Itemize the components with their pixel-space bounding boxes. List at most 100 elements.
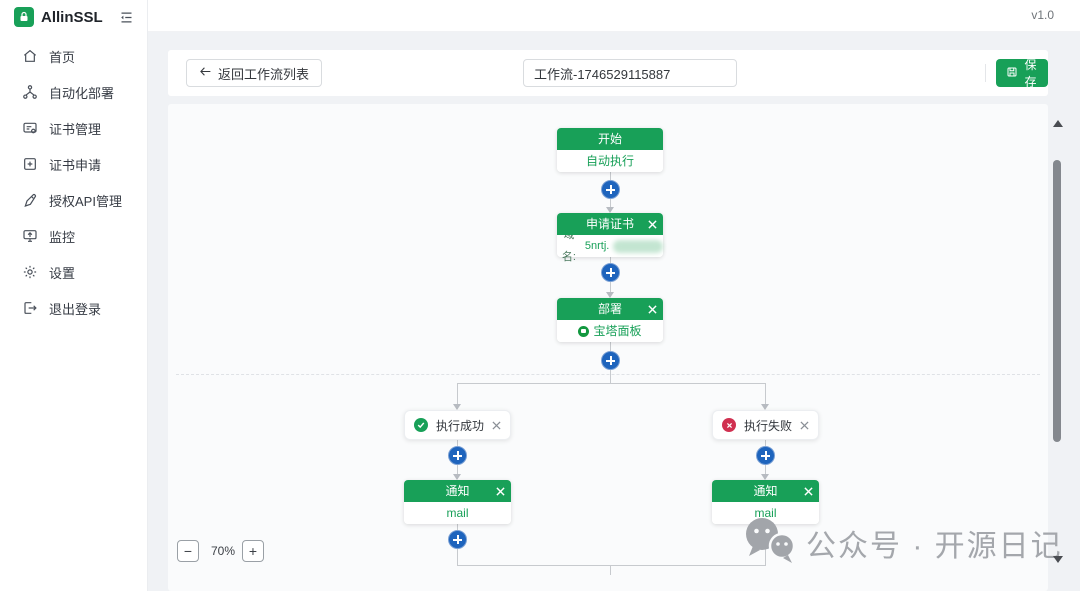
connector-arrow	[606, 292, 614, 298]
deploy-provider-label: 宝塔面板	[593, 324, 642, 338]
add-node-button[interactable]	[601, 180, 620, 199]
node-title: 部署	[597, 302, 622, 316]
logo-row: AllinSSL	[0, 0, 147, 34]
connector-arrow	[606, 207, 614, 213]
connector-line	[610, 565, 611, 575]
topbar: v1.0	[148, 0, 1080, 32]
close-icon[interactable]	[804, 480, 813, 502]
scrollbar-down-arrow[interactable]	[1053, 556, 1063, 563]
sidebar-item-label: 授权API管理	[49, 193, 122, 209]
node-notify-success[interactable]: 通知 mail	[404, 480, 511, 524]
sidebar-item-label: 证书申请	[49, 157, 102, 173]
zoom-in-button[interactable]: +	[242, 540, 264, 562]
fail-cross-icon	[722, 418, 736, 432]
sidebar-item-logout[interactable]: 退出登录	[0, 290, 147, 326]
close-icon[interactable]	[800, 420, 809, 430]
connector-line	[457, 383, 458, 404]
sidebar-item-auto-deploy[interactable]: 自动化部署	[0, 74, 147, 110]
sidebar-item-cert-manage[interactable]: 证书管理	[0, 110, 147, 146]
zoom-level-label: 70%	[210, 544, 236, 558]
connector-arrow	[761, 474, 769, 480]
baota-icon	[578, 325, 590, 337]
scrollbar-up-arrow[interactable]	[1053, 120, 1063, 127]
node-notify-header: 通知	[712, 480, 819, 502]
branch-merge-line	[457, 565, 766, 566]
version-label: v1.0	[1031, 8, 1054, 22]
add-node-button[interactable]	[756, 446, 775, 465]
add-node-button[interactable]	[601, 351, 620, 370]
sidebar-item-home[interactable]: 首页	[0, 38, 147, 74]
node-title: 通知	[753, 484, 778, 498]
node-notify-body: mail	[712, 502, 819, 524]
sidebar-item-api-auth[interactable]: 授权API管理	[0, 182, 147, 218]
redacted-domain-blur	[613, 239, 663, 253]
back-to-workflow-list-button[interactable]: 返回工作流列表	[186, 59, 323, 87]
app-title: AllinSSL	[41, 8, 103, 26]
add-node-button[interactable]	[601, 263, 620, 282]
toolbar-divider	[985, 64, 986, 82]
node-deploy-header: 部署	[557, 298, 663, 320]
sidebar-item-label: 退出登录	[49, 301, 102, 317]
back-arrow-icon	[199, 65, 212, 81]
scrollbar-thumb[interactable]	[1053, 160, 1061, 442]
sidebar-collapse-icon[interactable]	[117, 8, 135, 26]
sidebar-item-settings[interactable]: 设置	[0, 254, 147, 290]
close-icon[interactable]	[648, 213, 657, 235]
api-auth-icon	[22, 192, 38, 208]
node-start-body: 自动执行	[557, 150, 663, 172]
sidebar-item-label: 设置	[49, 265, 76, 281]
sidebar-item-label: 自动化部署	[49, 85, 115, 101]
certificate-apply-icon	[22, 156, 38, 172]
node-on-success[interactable]: 执行成功	[404, 410, 511, 440]
node-apply-body: 域名: 5nrtj.	[557, 229, 663, 263]
allinssl-lock-icon	[14, 7, 34, 27]
save-button-label: 保存	[1024, 58, 1037, 89]
connector-arrow	[453, 474, 461, 480]
domain-value: 5nrtj.	[584, 240, 610, 252]
node-on-fail[interactable]: 执行失败	[712, 410, 819, 440]
sidebar-item-monitor[interactable]: 监控	[0, 218, 147, 254]
condition-label: 执行失败	[743, 418, 792, 433]
branch-split-line	[457, 383, 766, 384]
node-title: 通知	[445, 484, 470, 498]
sidebar-item-label: 监控	[49, 229, 76, 245]
back-button-label: 返回工作流列表	[218, 66, 310, 82]
success-check-icon	[414, 418, 428, 432]
certificate-manage-icon	[22, 120, 38, 136]
domain-label: 域名:	[561, 229, 576, 263]
connector-arrow	[761, 404, 769, 410]
zoom-out-button[interactable]: −	[177, 540, 199, 562]
save-icon	[1006, 66, 1018, 81]
connector-line	[765, 383, 766, 404]
node-notify-header: 通知	[404, 480, 511, 502]
drop-guide-dashed-line	[176, 374, 1040, 375]
condition-label: 执行成功	[435, 418, 484, 433]
node-start[interactable]: 开始 自动执行	[557, 128, 663, 172]
close-icon[interactable]	[496, 480, 505, 502]
node-apply-header: 申请证书	[557, 213, 663, 235]
workflow-name-input[interactable]	[523, 59, 737, 87]
sidebar: AllinSSL 首页 自动化部署 证书管理 证书申请	[0, 0, 148, 591]
node-start-header: 开始	[557, 128, 663, 150]
logout-icon	[22, 300, 38, 316]
node-notify-body: mail	[404, 502, 511, 524]
node-title: 开始	[597, 132, 622, 146]
connector-arrow	[453, 404, 461, 410]
add-node-button[interactable]	[448, 530, 467, 549]
node-title: 申请证书	[585, 217, 634, 231]
close-icon[interactable]	[648, 298, 657, 320]
monitor-icon	[22, 228, 38, 244]
sidebar-item-cert-apply[interactable]: 证书申请	[0, 146, 147, 182]
close-icon[interactable]	[492, 420, 501, 430]
node-deploy[interactable]: 部署 宝塔面板	[557, 298, 663, 342]
save-button[interactable]: 保存	[996, 58, 1048, 89]
node-notify-fail[interactable]: 通知 mail	[712, 480, 819, 524]
node-apply-certificate[interactable]: 申请证书 域名: 5nrtj.	[557, 213, 663, 263]
sidebar-item-label: 首页	[49, 49, 76, 65]
node-deploy-body: 宝塔面板	[557, 320, 663, 342]
add-node-button[interactable]	[448, 446, 467, 465]
gear-icon	[22, 264, 38, 280]
add-node-button[interactable]	[756, 530, 775, 549]
sidebar-item-label: 证书管理	[49, 121, 102, 137]
workflow-canvas[interactable]: 开始 自动执行 申请证书 域名: 5nrtj. 部署	[168, 104, 1048, 591]
